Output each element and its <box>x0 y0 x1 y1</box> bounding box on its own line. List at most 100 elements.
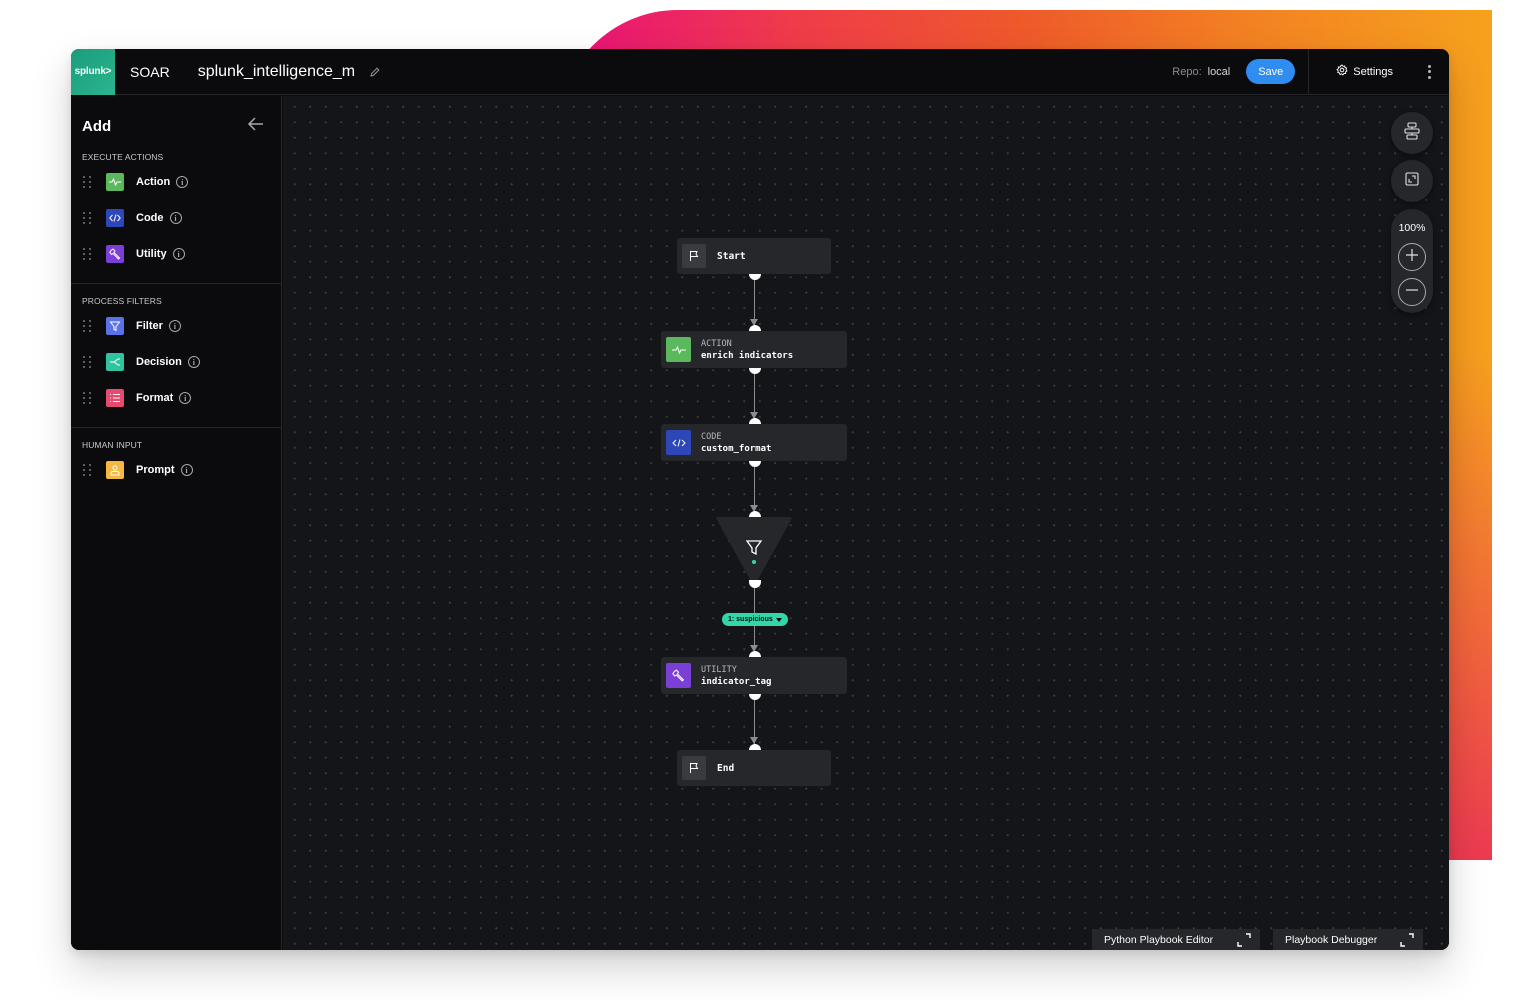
top-header: splunk> SOAR splunk_intelligence_m Repo:… <box>71 49 1449 95</box>
arrow-head <box>750 505 758 512</box>
section-title: PROCESS FILTERS <box>82 296 162 306</box>
input-port[interactable] <box>749 651 761 657</box>
info-icon[interactable]: i <box>169 212 182 224</box>
output-port[interactable] <box>749 580 761 588</box>
sidebar-item-code[interactable]: Code i <box>71 200 282 236</box>
info-icon[interactable]: i <box>179 392 192 404</box>
header-right: Repo: local Save Settings <box>1172 49 1449 95</box>
flag-icon <box>682 756 706 780</box>
item-label: Format <box>136 392 174 404</box>
pencil-icon[interactable] <box>369 66 381 78</box>
branch-condition-pill[interactable]: 1: suspicious <box>722 613 788 626</box>
zoom-out-button[interactable] <box>1398 278 1426 306</box>
node-start[interactable]: Start <box>677 238 831 274</box>
branch-label: 1: suspicious <box>728 616 773 623</box>
zoom-in-button[interactable] <box>1398 243 1426 271</box>
sidebar-item-utility[interactable]: Utility i <box>71 236 282 272</box>
edge-connector <box>754 464 755 514</box>
code-icon <box>666 430 691 455</box>
node-name: custom_format <box>701 443 772 454</box>
edge-connector <box>754 696 755 753</box>
item-label: Code <box>136 212 164 224</box>
input-port[interactable] <box>749 418 761 424</box>
drag-handle-icon[interactable] <box>83 319 92 333</box>
soar-app-window: splunk> SOAR splunk_intelligence_m Repo:… <box>71 49 1449 950</box>
section-execute-actions: EXECUTE ACTIONS Action i Code i <box>71 152 282 272</box>
node-name: indicator_tag <box>701 676 772 687</box>
header-divider <box>1308 49 1310 95</box>
drag-handle-icon[interactable] <box>83 355 92 369</box>
sidebar-item-action[interactable]: Action i <box>71 164 282 200</box>
arrow-left-icon[interactable] <box>247 116 265 132</box>
drag-handle-icon[interactable] <box>83 175 92 189</box>
node-code[interactable]: CODE custom_format <box>661 424 847 461</box>
output-port[interactable] <box>749 694 761 700</box>
drag-handle-icon[interactable] <box>83 247 92 261</box>
node-utility[interactable]: UTILITY indicator_tag <box>661 657 847 694</box>
playbook-debugger-tab[interactable]: Playbook Debugger <box>1273 929 1423 950</box>
funnel-icon <box>745 540 763 556</box>
tab-label: Python Playbook Editor <box>1104 933 1214 946</box>
sidebar-item-filter[interactable]: Filter i <box>71 308 282 344</box>
info-icon[interactable]: i <box>187 356 200 368</box>
repo-label: Repo: <box>1172 65 1202 78</box>
output-port[interactable] <box>749 274 761 280</box>
zoom-controls: 100% <box>1391 209 1433 313</box>
settings-button[interactable]: Settings <box>1336 64 1393 79</box>
more-menu-icon[interactable] <box>1423 64 1435 79</box>
sidebar-item-format[interactable]: Format i <box>71 380 282 416</box>
person-icon <box>106 461 124 479</box>
fit-to-screen-button[interactable] <box>1391 160 1433 202</box>
product-name: SOAR <box>130 63 170 80</box>
expand-icon[interactable] <box>1399 932 1415 948</box>
splunk-logo[interactable]: splunk> <box>71 49 115 95</box>
tab-label: Playbook Debugger <box>1285 933 1378 946</box>
status-dot <box>752 560 756 564</box>
drag-handle-icon[interactable] <box>83 463 92 477</box>
node-action[interactable]: ACTION enrich indicators <box>661 331 847 368</box>
info-icon[interactable]: i <box>176 176 189 188</box>
section-title: HUMAN INPUT <box>82 440 143 450</box>
input-port[interactable] <box>749 744 761 750</box>
sidebar-item-prompt[interactable]: Prompt i <box>71 452 282 488</box>
section-divider <box>71 283 282 284</box>
settings-label: Settings <box>1353 65 1393 78</box>
arrow-head <box>750 737 758 744</box>
sidebar-item-decision[interactable]: Decision i <box>71 344 282 380</box>
node-type: ACTION <box>701 338 732 349</box>
section-title: EXECUTE ACTIONS <box>82 152 164 162</box>
python-playbook-editor-tab[interactable]: Python Playbook Editor <box>1092 929 1260 950</box>
zoom-level: 100% <box>1398 222 1426 234</box>
flag-icon <box>682 244 706 268</box>
wrench-icon <box>666 663 691 688</box>
section-process-filters: PROCESS FILTERS Filter i Decision <box>71 296 282 416</box>
section-divider <box>71 427 282 428</box>
funnel-icon <box>106 317 124 335</box>
node-type: UTILITY <box>701 664 737 675</box>
input-port[interactable] <box>749 511 761 517</box>
code-icon <box>106 209 124 227</box>
branch-icon <box>106 353 124 371</box>
save-button[interactable]: Save <box>1246 59 1296 84</box>
expand-icon[interactable] <box>1236 932 1252 948</box>
info-icon[interactable]: i <box>168 320 181 332</box>
auto-layout-button[interactable] <box>1391 112 1433 154</box>
fit-screen-icon <box>1405 171 1419 191</box>
pulse-icon <box>666 337 691 362</box>
node-end[interactable]: End <box>677 750 831 786</box>
playbook-canvas[interactable]: Start ACTION enrich indicators CODE cust… <box>283 96 1449 950</box>
node-type: CODE <box>701 431 722 442</box>
node-name: Start <box>717 250 746 262</box>
node-filter[interactable] <box>715 517 793 587</box>
input-port[interactable] <box>749 325 761 331</box>
sidebar-title: Add <box>82 118 112 135</box>
add-panel-sidebar: Add EXECUTE ACTIONS Action i <box>71 96 282 950</box>
info-icon[interactable]: i <box>172 248 185 260</box>
info-icon[interactable]: i <box>180 464 193 476</box>
layout-tree-icon <box>1404 121 1420 145</box>
drag-handle-icon[interactable] <box>83 391 92 405</box>
output-port[interactable] <box>749 368 761 374</box>
drag-handle-icon[interactable] <box>83 211 92 225</box>
output-port[interactable] <box>749 461 761 467</box>
arrow-head <box>750 645 758 652</box>
